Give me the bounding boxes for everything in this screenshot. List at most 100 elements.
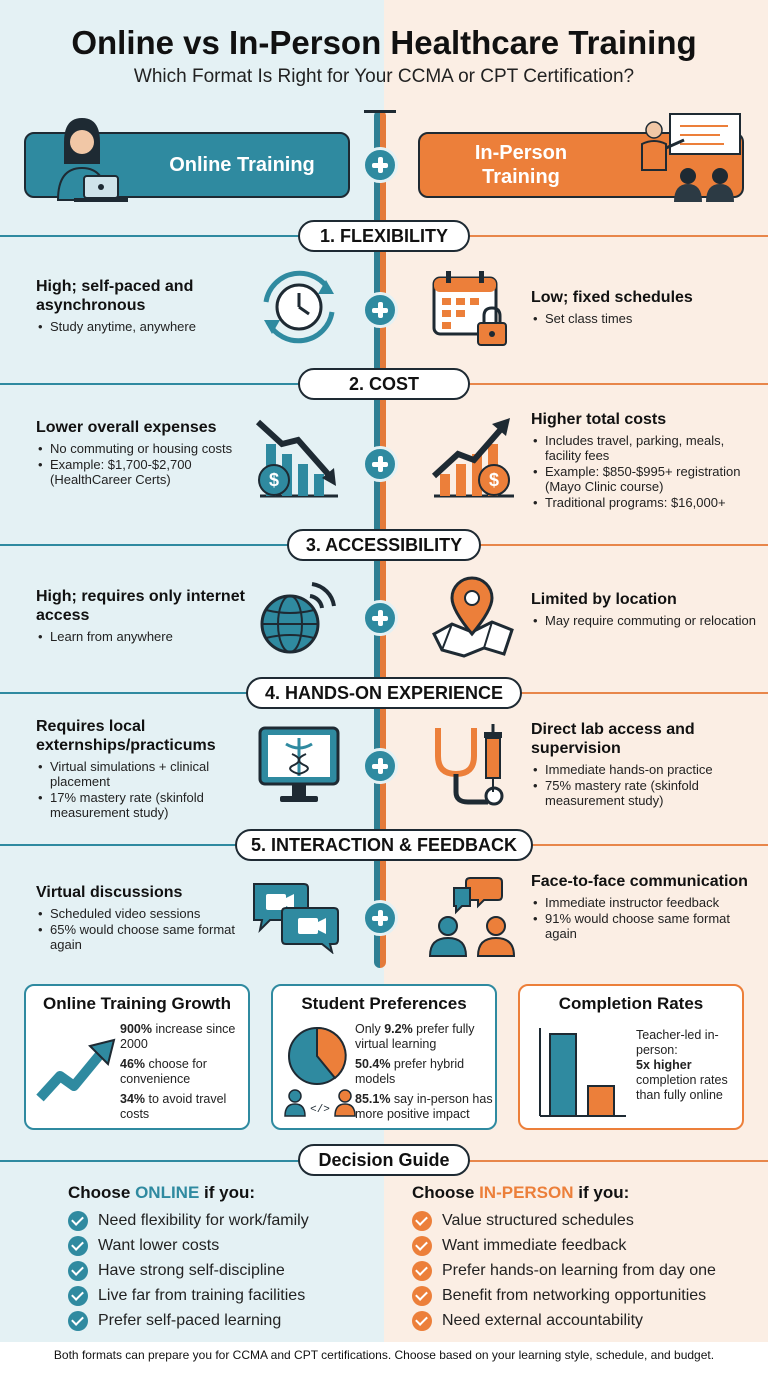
guide-online: Choose ONLINE if you: Need flexibility f… [68, 1183, 368, 1333]
guide-inperson: Choose IN-PERSON if you: Value structure… [412, 1183, 742, 1333]
inperson-cost-bullet: Example: $850-$995+ registration (Mayo C… [531, 464, 756, 494]
inperson-accessibility-bullet: May require commuting or relocation [531, 613, 756, 628]
guide-item-label: Want lower costs [98, 1236, 220, 1254]
check-icon [68, 1310, 88, 1331]
inperson-interaction: Face-to-face communication Immediate ins… [531, 872, 756, 942]
guide-item-label: Value structured schedules [442, 1211, 634, 1229]
stat-value: 34% [120, 1092, 146, 1106]
decision-guide-title: Decision Guide [298, 1144, 470, 1176]
check-icon [412, 1210, 432, 1231]
plus-icon [362, 147, 398, 183]
section-label-accessibility: 3. ACCESSIBILITY [287, 529, 481, 561]
online-cost-heading: Lower overall expenses [36, 419, 217, 436]
pie-people-icon: </> [284, 1026, 356, 1117]
inperson-cost-bullet: Traditional programs: $16,000+ [531, 495, 756, 510]
inperson-banner-label-1: In-Person [474, 142, 568, 164]
stat-text: prefer hybrid models [355, 1057, 465, 1086]
online-accessibility: High; requires only internet access Lear… [36, 587, 251, 645]
inperson-flexibility-bullet: Set class times [531, 311, 756, 326]
people-chat-icon [428, 877, 516, 957]
section-label-cost: 2. COST [298, 368, 470, 400]
guide-item-label: Live far from training facilities [98, 1286, 306, 1304]
svg-text:$: $ [269, 470, 279, 490]
section-label-hands-on: 4. HANDS-ON EXPERIENCE [246, 677, 522, 709]
card-title: Online Training Growth [43, 994, 231, 1013]
stat-value: 50.4% [355, 1057, 391, 1071]
guide-inperson-item: Benefit from networking opportunities [412, 1283, 742, 1308]
stat-text: say in-person has more positive impact [355, 1092, 493, 1121]
chart-down-dollar-icon: $ [255, 419, 338, 498]
plus-icon [362, 446, 398, 482]
clock-refresh-icon [263, 270, 335, 344]
svg-text:$: $ [489, 470, 499, 490]
guide-online-item: Live far from training facilities [68, 1283, 368, 1308]
guide-online-item: Want lower costs [68, 1233, 368, 1258]
footer-note: Both formats can prepare you for CCMA an… [0, 1342, 768, 1376]
online-hands-on-heading: Requires local externships/practicums [36, 718, 216, 754]
stat-text: choose for convenience [120, 1057, 207, 1086]
online-cost-bullet: No commuting or housing costs [36, 441, 251, 456]
card-completion-rates: Completion Rates Teacher-led in-person: … [518, 984, 744, 1130]
guide-online-item: Prefer self-paced learning [68, 1308, 368, 1333]
guide-item-label: Have strong self-discipline [98, 1261, 285, 1279]
inperson-interaction-bullet: 91% would choose same format again [531, 911, 756, 941]
inperson-cost: Higher total costs Includes travel, park… [531, 410, 756, 511]
inperson-flexibility: Low; fixed schedules Set class times [531, 288, 756, 327]
inperson-interaction-bullet: Immediate instructor feedback [531, 895, 756, 910]
inperson-hands-on-heading: Direct lab access and supervision [531, 721, 695, 757]
completion-text: Teacher-led in-person: [636, 1028, 719, 1057]
stat-text: to avoid travel costs [120, 1092, 227, 1121]
map-pin-icon [432, 576, 514, 658]
online-flexibility: High; self-paced and asynchronous Study … [36, 277, 251, 335]
guide-inperson-item: Value structured schedules [412, 1208, 742, 1233]
section-label-flexibility: 1. FLEXIBILITY [298, 220, 470, 252]
globe-wifi-icon [260, 582, 336, 654]
plus-icon [362, 600, 398, 636]
check-icon [412, 1285, 432, 1306]
guide-item-label: Benefit from networking opportunities [442, 1286, 707, 1304]
check-icon [68, 1260, 88, 1281]
video-chat-icon [253, 883, 339, 954]
guide-inperson-item: Prefer hands-on learning from day one [412, 1258, 742, 1283]
monitor-caduceus-icon [258, 726, 340, 802]
stat-value: 900% [120, 1022, 152, 1036]
guide-item-label: Need external accountability [442, 1311, 644, 1329]
inperson-interaction-heading: Face-to-face communication [531, 873, 748, 890]
online-flexibility-heading: High; self-paced and asynchronous [36, 278, 194, 314]
inperson-accessibility-heading: Limited by location [531, 591, 677, 608]
plus-icon [362, 748, 398, 784]
guide-inperson-item: Need external accountability [412, 1308, 742, 1333]
inperson-cost-heading: Higher total costs [531, 411, 667, 428]
inperson-hands-on-bullet: 75% mastery rate (skinfold measurement s… [531, 778, 756, 808]
online-hands-on: Requires local externships/practicums Vi… [36, 717, 251, 821]
guide-item-label: Want immediate feedback [442, 1236, 627, 1254]
classroom-teacher-icon [641, 113, 741, 202]
guide-online-accent: ONLINE [135, 1183, 200, 1202]
growth-arrow-icon [36, 1038, 116, 1102]
online-hands-on-bullet: 17% mastery rate (skinfold measurement s… [36, 790, 251, 820]
guide-inperson-accent: IN-PERSON [479, 1183, 574, 1202]
stat-value: 9.2% [384, 1022, 413, 1036]
guide-item-label: Prefer self-paced learning [98, 1311, 282, 1329]
inperson-accessibility: Limited by location May require commutin… [531, 590, 756, 629]
online-cost-bullet: Example: $1,700-$2,700 (HealthCareer Cer… [36, 457, 251, 487]
guide-inperson-item: Want immediate feedback [412, 1233, 742, 1258]
online-hands-on-bullet: Virtual simulations + clinical placement [36, 759, 251, 789]
inperson-flexibility-heading: Low; fixed schedules [531, 289, 693, 306]
completion-bar-icon [539, 1028, 626, 1117]
plus-icon [362, 900, 398, 936]
inperson-hands-on-bullet: Immediate hands-on practice [531, 762, 756, 777]
card-title: Completion Rates [558, 994, 704, 1013]
stat-text: increase since 2000 [120, 1022, 236, 1051]
card-online-growth: Online Training Growth 900% increase sin… [24, 984, 250, 1130]
guide-online-item: Need flexibility for work/family [68, 1208, 368, 1233]
stat-value: 85.1% [355, 1092, 391, 1106]
calendar-lock-icon [432, 271, 507, 346]
guide-item-label: Prefer hands-on learning from day one [442, 1261, 716, 1279]
page-subtitle: Which Format Is Right for Your CCMA or C… [133, 66, 635, 87]
online-interaction-heading: Virtual discussions [36, 884, 183, 901]
online-accessibility-heading: High; requires only internet access [36, 588, 245, 624]
chart-up-dollar-icon: $ [431, 418, 514, 498]
check-icon [68, 1235, 88, 1256]
